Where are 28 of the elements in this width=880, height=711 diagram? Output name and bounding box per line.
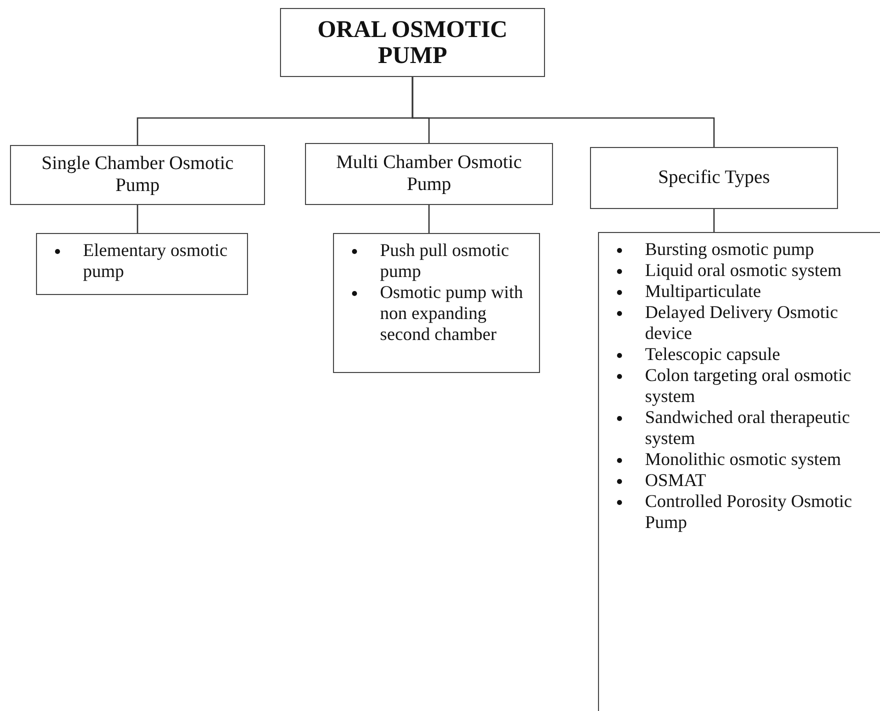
list-item: OSMAT: [645, 470, 708, 491]
root-box: [280, 8, 545, 77]
list-item: Delayed Delivery Osmotic device: [645, 302, 839, 344]
list-item: Liquid oral osmotic system: [645, 260, 842, 281]
list-item: Controlled Porosity Osmotic Pump: [645, 491, 853, 533]
category-box: [590, 147, 838, 209]
list-item: Monolithic osmotic system: [645, 449, 842, 470]
category-label: Single Chamber Osmotic Pump: [40, 153, 235, 197]
category-label: Specific Types: [658, 167, 770, 189]
list-box: [598, 232, 880, 711]
list-item: Telescopic capsule: [645, 344, 782, 365]
connector-line: [136, 205, 138, 233]
category-label: Multi Chamber Osmotic Pump: [335, 152, 523, 196]
list-item: Osmotic pump with non expanding second chamber: [380, 282, 524, 345]
list-item: Bursting osmotic pump: [645, 239, 816, 260]
root-label: ORAL OSMOTIC PUMP: [316, 16, 509, 68]
list-item: Colon targeting oral osmotic system: [645, 365, 852, 407]
connector-line: [412, 77, 715, 147]
list-item: Multiparticulate: [645, 281, 762, 302]
category-box: [10, 145, 265, 205]
connector-line: [428, 205, 430, 233]
list-item: Sandwiched oral therapeutic system: [645, 407, 851, 449]
connector-line: [713, 209, 715, 232]
list-box: [36, 233, 248, 295]
category-box: [305, 143, 553, 205]
list-box: [333, 233, 540, 373]
list-item: Elementary osmotic pump: [83, 240, 228, 282]
list-item: Push pull osmotic pump: [380, 240, 510, 282]
